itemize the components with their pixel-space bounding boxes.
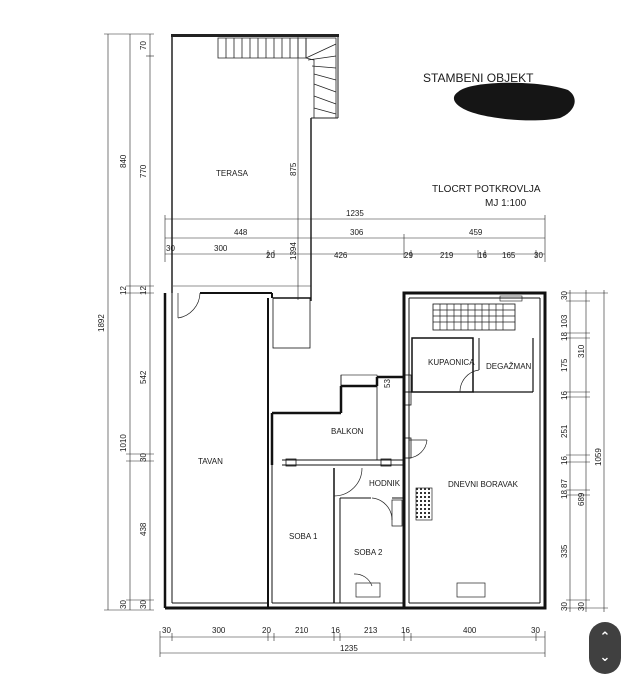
dim-bot-213: 213 (364, 626, 378, 635)
dim-top-16: 16 (478, 251, 487, 260)
dim-bot-30a: 30 (162, 626, 171, 635)
dim-inner-875: 875 (289, 162, 298, 176)
room-label-kupaonica: KUPAONICA (428, 358, 475, 367)
dim-top-426: 426 (334, 251, 348, 260)
dim-top-306: 306 (350, 228, 364, 237)
dim-inner-1394: 1394 (289, 242, 298, 260)
scale-label: MJ 1:100 (485, 198, 527, 209)
right-dimension-labels: 30 103 310 18 175 16 251 16 1059 87 18 6… (560, 291, 603, 611)
dim-left-1892: 1892 (97, 314, 106, 332)
dim-left-12b: 12 (139, 286, 148, 295)
dim-right-175: 175 (560, 358, 569, 372)
dim-bot-210: 210 (295, 626, 309, 635)
dim-right-18b: 18 (560, 490, 569, 499)
dim-top-219: 219 (440, 251, 454, 260)
room-label-dnevni-boravak: DNEVNI BORAVAK (448, 480, 519, 489)
dim-right-18a: 18 (560, 332, 569, 341)
dim-right-1059: 1059 (594, 448, 603, 466)
room-label-soba-1: SOBA 1 (289, 532, 318, 541)
dim-right-16b: 16 (560, 456, 569, 465)
dim-right-30a: 30 (560, 291, 569, 300)
dim-top-300: 300 (214, 244, 228, 253)
redaction-blot (453, 82, 575, 121)
dim-right-251: 251 (560, 424, 569, 438)
door-swings (177, 292, 480, 587)
dim-left-438: 438 (139, 522, 148, 536)
dim-top-30a: 30 (166, 244, 175, 253)
left-dimension-labels: 1892 840 770 70 12 12 1010 542 30 438 30… (97, 41, 392, 609)
dim-top-448: 448 (234, 228, 248, 237)
dim-left-770: 770 (139, 164, 148, 178)
dim-bot-16a: 16 (331, 626, 340, 635)
dim-right-16a: 16 (560, 391, 569, 400)
room-label-hodnik: HODNIK (369, 479, 401, 488)
chevron-up-icon[interactable]: ⌃ (599, 630, 611, 645)
dim-top-20: 20 (266, 251, 275, 260)
dim-right-310: 310 (577, 344, 586, 358)
dim-right-30b: 30 (560, 602, 569, 611)
room-label-degazman: DEGAŽMAN (486, 362, 532, 371)
dim-right-30c: 30 (577, 602, 586, 611)
dim-top-29: 29 (404, 251, 413, 260)
walls (163, 291, 547, 610)
dim-left-30: 30 (139, 453, 148, 462)
dimension-lines (104, 33, 608, 657)
dim-bot-400: 400 (463, 626, 477, 635)
dim-right-335: 335 (560, 544, 569, 558)
room-label-soba-2: SOBA 2 (354, 548, 383, 557)
dim-left-12a: 12 (119, 286, 128, 295)
bottom-dimension-labels: 30 300 20 210 16 213 16 400 30 1235 (162, 626, 540, 653)
dim-left-70: 70 (139, 41, 148, 50)
dim-bot-16b: 16 (401, 626, 410, 635)
dim-top-459: 459 (469, 228, 483, 237)
spiral-stair (217, 37, 337, 119)
dim-left-840: 840 (119, 154, 128, 168)
dim-right-87: 87 (560, 479, 569, 488)
dim-small-53: 53 (383, 379, 392, 388)
dim-bot-300: 300 (212, 626, 226, 635)
dim-left-542: 542 (139, 370, 148, 384)
dim-bot-1235: 1235 (340, 644, 358, 653)
room-label-tavan: TAVAN (198, 457, 223, 466)
room-label-terasa: TERASA (216, 169, 249, 178)
dim-right-689: 689 (577, 492, 586, 506)
dim-left-30b: 30 (119, 600, 128, 609)
dim-right-103: 103 (560, 314, 569, 328)
dim-bot-30b: 30 (531, 626, 540, 635)
plan-title: TLOCRT POTKROVLJA (432, 184, 541, 195)
dim-top-30b: 30 (534, 251, 543, 260)
dim-left-30c: 30 (139, 600, 148, 609)
room-label-balkon: BALKON (331, 427, 364, 436)
stair-treads (439, 304, 504, 330)
project-title: STAMBENI OBJEKT (423, 71, 534, 85)
dim-top-1235: 1235 (346, 209, 364, 218)
dim-bot-20: 20 (262, 626, 271, 635)
dim-top-165: 165 (502, 251, 516, 260)
dim-left-1010: 1010 (119, 434, 128, 452)
chevron-down-icon[interactable]: ⌄ (599, 650, 611, 665)
top-dimension-labels: 1235 448 306 459 30 300 20 426 29 219 16… (166, 209, 543, 260)
scroll-control[interactable]: ⌃ ⌄ (589, 622, 621, 674)
